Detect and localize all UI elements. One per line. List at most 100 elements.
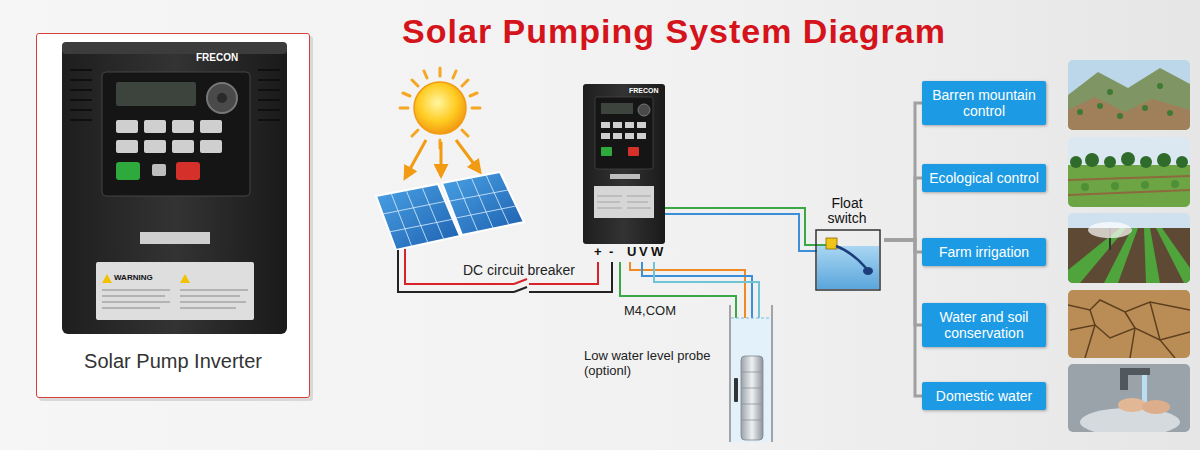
illustration-ellipse	[1088, 222, 1132, 238]
illustration-rect	[62, 42, 287, 54]
illustration-line	[102, 290, 170, 291]
illustration-rect	[817, 246, 879, 289]
illustration-rect	[601, 103, 633, 114]
illustration-line	[424, 71, 427, 78]
illustration-circle	[1081, 183, 1089, 191]
illustration-g	[383, 175, 516, 247]
illustration-line	[627, 202, 648, 203]
illustration-line	[472, 107, 480, 110]
illustration-rect	[1068, 213, 1190, 283]
illustration-line	[741, 372, 763, 373]
illustration-line	[70, 89, 92, 91]
illustration-line	[258, 69, 280, 71]
illustration-line	[258, 99, 280, 101]
illustration-rect	[1068, 60, 1190, 130]
illustration-circle	[414, 82, 466, 134]
illustration-line	[597, 208, 622, 209]
illustration-line	[597, 196, 622, 197]
brand-text: FRECON	[629, 87, 659, 95]
illustration-line	[70, 109, 92, 111]
illustration-line	[627, 208, 651, 209]
illustration-circle	[1077, 109, 1083, 115]
illustration-g	[1070, 152, 1188, 168]
illustration-line	[258, 89, 280, 91]
illustration-rect	[116, 140, 138, 153]
illustration-g	[1077, 83, 1173, 119]
illustration-line	[389, 219, 454, 232]
illustration-rect	[152, 164, 166, 176]
dc-wires	[398, 249, 612, 292]
illustration-line	[741, 388, 763, 389]
illustration-rect	[102, 72, 250, 196]
illustration-rect	[1068, 290, 1190, 358]
illustration-circle	[1157, 83, 1163, 89]
illustration-line	[439, 68, 442, 76]
illustration-line	[456, 180, 478, 232]
illustration-rect	[816, 230, 880, 290]
illustration-circle	[1176, 156, 1188, 168]
inverter-drawing	[583, 84, 665, 244]
illustration-line	[450, 190, 508, 201]
photo-soil	[1068, 290, 1190, 358]
illustration-circle	[1111, 182, 1119, 190]
illustration-line	[383, 201, 447, 214]
illustration-line	[405, 140, 426, 178]
terminal-name: U	[627, 245, 636, 260]
illustration-line	[597, 202, 620, 203]
node-text: Solar Pump Inverter	[37, 350, 309, 373]
illustration-rect	[1068, 137, 1190, 207]
illustration-rect	[172, 140, 194, 153]
illustration-path	[665, 214, 826, 251]
illustration-rect	[1068, 228, 1190, 283]
illustration-rect	[637, 122, 646, 128]
illustration-rect	[116, 120, 138, 133]
terminal-name: -	[609, 245, 613, 260]
illustration-rect	[826, 238, 837, 249]
illustration-polygon	[442, 172, 524, 235]
illustration-line	[741, 420, 763, 421]
illustration-rect	[741, 356, 763, 440]
illustration-line	[514, 279, 527, 284]
illustration-circle	[1140, 156, 1152, 168]
illustration-rect	[601, 122, 610, 128]
illustration-circle	[1097, 103, 1103, 109]
illustration-path	[102, 274, 112, 283]
illustration-circle	[1171, 180, 1179, 188]
illustration-line	[403, 93, 410, 96]
illustration-rect	[628, 147, 639, 156]
illustration-g	[1068, 228, 1190, 283]
illustration-rect	[62, 42, 287, 334]
illustration-g	[116, 120, 222, 153]
illustration-path	[1085, 310, 1095, 358]
solar-panels	[376, 172, 524, 250]
inverter-photo	[62, 42, 287, 334]
node-text: Water and soil conservation	[928, 309, 1040, 341]
illustration-polygon	[1156, 228, 1190, 283]
illustration-polygon	[1144, 228, 1160, 283]
illustration-rect	[734, 378, 738, 402]
photo-ecology	[1068, 137, 1190, 207]
illustration-circle	[1107, 89, 1113, 95]
illustration-path	[1125, 312, 1135, 358]
application-box: Water and soil conservation	[922, 303, 1046, 347]
illustration-rect	[610, 174, 640, 179]
illustration-path	[1070, 325, 1190, 340]
photo-irrigation	[1068, 213, 1190, 283]
float-switch-tank: Float switch	[810, 196, 884, 292]
card-ground	[36, 33, 310, 398]
illustration-g	[1068, 176, 1190, 195]
illustration-line	[412, 130, 418, 136]
part-name: DC circuit breaker	[463, 262, 575, 278]
illustration-circle	[1085, 153, 1099, 167]
illustration-line	[180, 302, 246, 303]
illustration-ellipse	[1118, 398, 1146, 412]
product-card: Solar Pump Inverter	[36, 33, 310, 398]
illustration-rect	[96, 262, 254, 320]
illustration-line	[514, 287, 527, 292]
illustration-line	[406, 190, 428, 243]
illustration-line	[70, 99, 92, 101]
illustration-g	[1068, 300, 1190, 358]
illustration-line	[70, 69, 92, 71]
